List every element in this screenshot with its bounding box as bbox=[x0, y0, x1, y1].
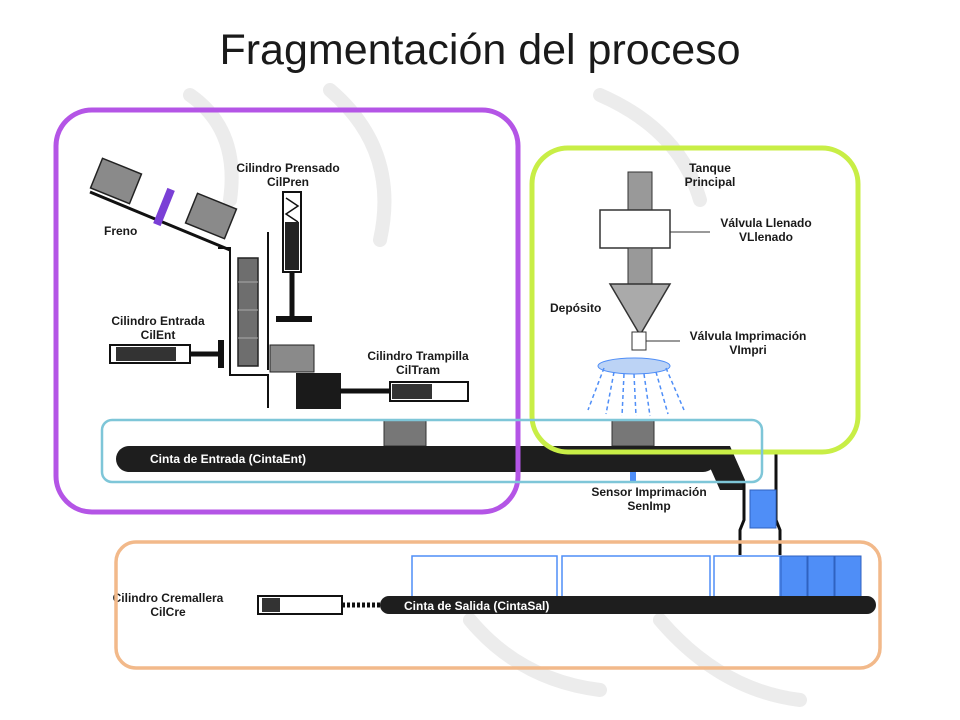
brake-bar bbox=[153, 187, 175, 227]
zone-exit-outline bbox=[114, 540, 882, 670]
incoming-box-2 bbox=[184, 192, 238, 240]
spray-nozzle bbox=[597, 357, 671, 375]
incoming-box-1 bbox=[89, 157, 143, 205]
falling-box bbox=[749, 489, 777, 529]
label-cinta-entrada: Cinta de Entrada (CintaEnt) bbox=[150, 452, 306, 466]
label-valv-llenado-name: Válvula Llenado bbox=[720, 216, 811, 230]
entry-belt: Cinta de Entrada (CintaEnt) Sensor Impri… bbox=[116, 419, 745, 513]
label-tanque-2: Principal bbox=[685, 175, 736, 189]
filled-box-1 bbox=[780, 555, 808, 599]
label-cil-prensado-code: CilPren bbox=[267, 175, 309, 189]
spray-jets bbox=[587, 367, 685, 417]
filled-box-3 bbox=[834, 555, 862, 599]
filled-box-2 bbox=[807, 555, 835, 599]
label-cil-cremallera-name: Cilindro Cremallera bbox=[113, 591, 224, 605]
deposit-cone bbox=[608, 283, 672, 337]
zone-feed-outline bbox=[53, 107, 521, 515]
box-stack bbox=[237, 257, 259, 367]
sensor-imprimacion bbox=[630, 472, 636, 482]
slide-title: Fragmentación del proceso bbox=[219, 26, 741, 74]
feed-station: Freno Cilindro Prensado CilPren Cilindro… bbox=[89, 157, 469, 409]
label-freno: Freno bbox=[104, 224, 137, 238]
label-cinta-salida: Cinta de Salida (CintaSal) bbox=[404, 599, 549, 613]
label-cil-cremallera-code: CilCre bbox=[150, 605, 186, 619]
label-cil-prensado-name: Cilindro Prensado bbox=[236, 161, 339, 175]
label-cil-trampilla-code: CilTram bbox=[396, 363, 440, 377]
box-on-entry-belt-1 bbox=[383, 419, 427, 447]
valve-llenado-body bbox=[599, 209, 671, 249]
drop-chute bbox=[738, 452, 782, 555]
label-valv-llenado-code: VLlenado bbox=[739, 230, 793, 244]
label-sensor-code: SenImp bbox=[627, 499, 670, 513]
label-deposito: Depósito bbox=[550, 301, 601, 315]
exit-belt: Cinta de Salida (CintaSal) Cilindro Crem… bbox=[113, 555, 876, 619]
exit-belt-body bbox=[380, 596, 876, 614]
trapdoor-block bbox=[296, 373, 341, 409]
exit-slot-3 bbox=[713, 555, 781, 599]
exit-slot-1 bbox=[411, 555, 558, 599]
zone-fill-outline bbox=[529, 145, 861, 455]
box-on-entry-belt-2 bbox=[611, 419, 655, 447]
label-tanque-1: Tanque bbox=[689, 161, 731, 175]
label-valv-impr-code: VImpri bbox=[729, 343, 766, 357]
exit-slot-2 bbox=[561, 555, 711, 599]
pressed-box bbox=[269, 344, 315, 373]
fill-station: Tanque Principal Válvula Llenado VLlenad… bbox=[550, 161, 812, 417]
label-cil-entrada-name: Cilindro Entrada bbox=[111, 314, 205, 328]
label-cil-trampilla-name: Cilindro Trampilla bbox=[367, 349, 469, 363]
zone-entry-belt-outline bbox=[100, 418, 764, 484]
label-cil-entrada-code: CilEnt bbox=[141, 328, 176, 342]
main-tank-pipe bbox=[627, 171, 653, 211]
label-valv-impr-name: Válvula Imprimación bbox=[690, 329, 807, 343]
label-sensor-name: Sensor Imprimación bbox=[591, 485, 706, 499]
